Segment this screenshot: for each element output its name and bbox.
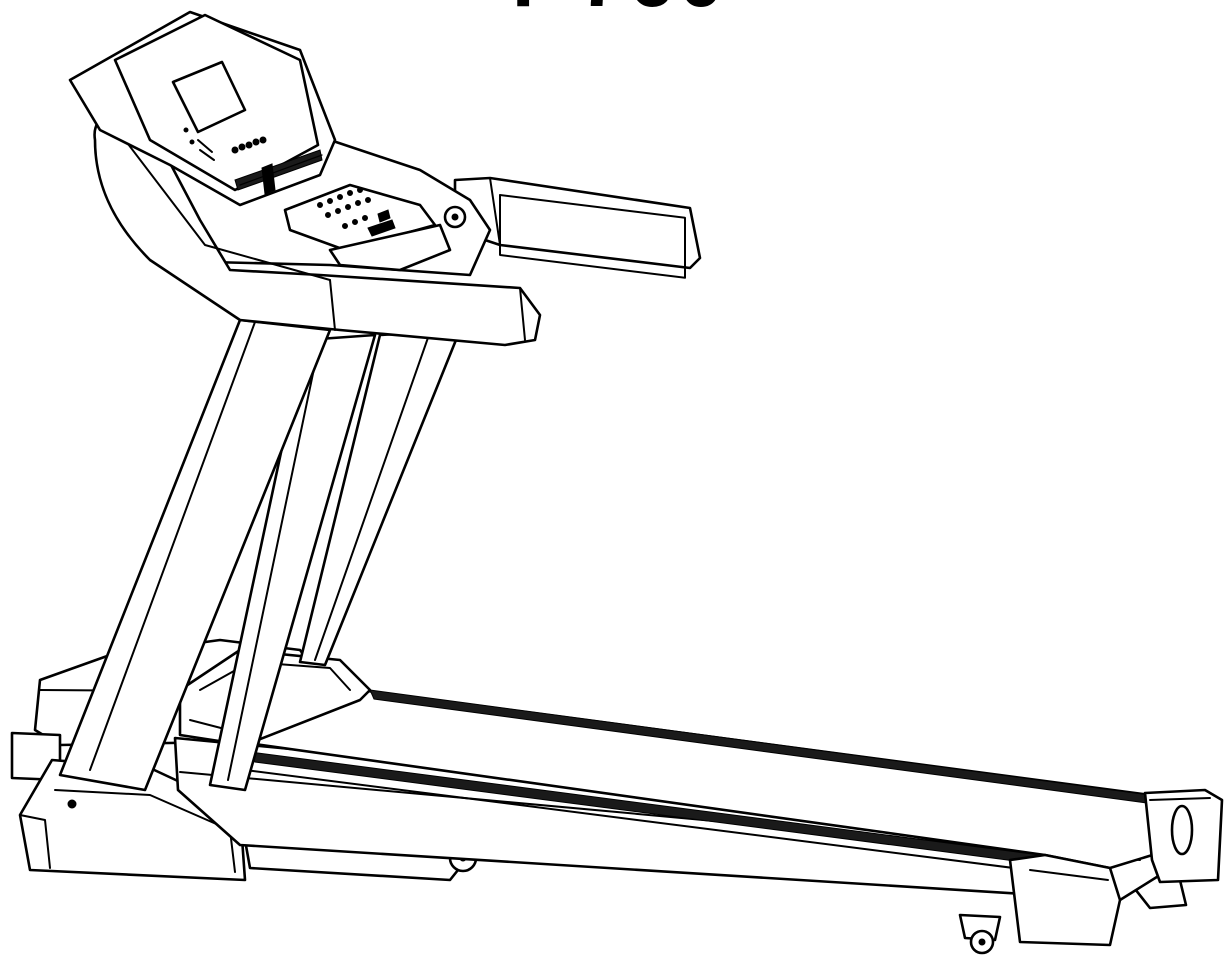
console (68, 10, 702, 347)
speaker-vents (234, 149, 323, 195)
console-buttons (231, 136, 267, 154)
treadmill-base (10, 638, 1224, 955)
uprights (58, 318, 462, 792)
